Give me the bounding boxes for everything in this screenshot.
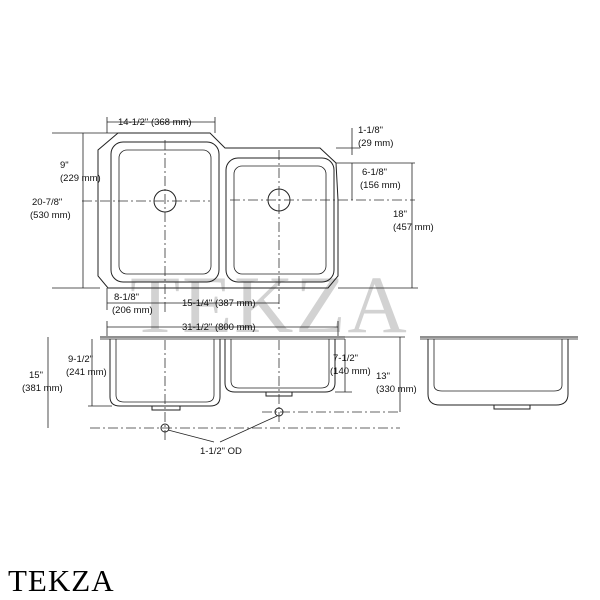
dim-left-bowl-width: 14-1/2" (368 mm)	[118, 117, 192, 128]
dim-right-drain-inch: 6-1/8"	[362, 167, 387, 178]
dim-drain-outlet: 1-1/2" OD	[200, 446, 242, 457]
dim-drain-height-inch: 13"	[376, 371, 390, 382]
dim-drain-from-top-mm: (229 mm)	[60, 173, 101, 184]
front-right-bowl-inner	[230, 339, 330, 389]
dim-right-bowl-height-mm: (140 mm)	[330, 366, 371, 377]
dim-deck-mm: (29 mm)	[358, 138, 393, 149]
dim-drain-height-mm: (330 mm)	[376, 384, 417, 395]
dim-right-depth-mm: (457 mm)	[393, 222, 434, 233]
brand-logo: TEKZA	[8, 563, 115, 598]
dim-overall-depth-inch: 20-7/8"	[32, 197, 62, 208]
front-left-drain	[151, 406, 181, 411]
side-view-bowl-inner	[433, 339, 563, 392]
front-view: 31-1/2" (800 mm) 1-1/2" OD 15" (381 mm) …	[22, 321, 578, 457]
dim-overall-depth-mm: (530 mm)	[30, 210, 71, 221]
dim-overall-height-mm: (381 mm)	[22, 383, 63, 394]
leader-left-outlet	[167, 429, 215, 443]
dim-right-drain-mm: (156 mm)	[360, 180, 401, 191]
dim-left-drain-offset-inch: 8-1/8"	[114, 292, 139, 303]
dim-deck-inch: 1-1/8"	[358, 125, 383, 136]
top-view: 14-1/2" (368 mm) 9" (229 mm) 20-7/8" (53…	[30, 117, 434, 316]
dim-drain-spacing: 15-1/4" (387 mm)	[182, 298, 256, 309]
leader-right-outlet	[219, 415, 278, 443]
side-view-drain	[493, 405, 531, 410]
dim-overall-height-inch: 15"	[29, 370, 43, 381]
side-view-bowl	[427, 339, 569, 406]
dim-left-drain-offset-mm: (206 mm)	[112, 305, 153, 316]
dim-drain-from-top-inch: 9"	[60, 160, 69, 171]
front-left-bowl	[109, 339, 221, 407]
dim-left-bowl-height-mm: (241 mm)	[66, 367, 107, 378]
dim-left-bowl-height-inch: 9-1/2"	[68, 354, 93, 365]
right-outlet-circle	[274, 407, 284, 417]
right-bowl-inner	[233, 165, 327, 275]
left-outlet-circle	[160, 423, 170, 433]
right-bowl-outer	[225, 157, 335, 283]
front-right-bowl	[224, 339, 336, 393]
sink-flange-outline	[97, 132, 339, 289]
watermark-text: TEKZA	[130, 259, 409, 350]
dim-overall-width: 31-1/2" (800 mm)	[182, 322, 256, 333]
dim-right-depth-inch: 18"	[393, 209, 407, 220]
dim-right-bowl-height-inch: 7-1/2"	[333, 353, 358, 364]
